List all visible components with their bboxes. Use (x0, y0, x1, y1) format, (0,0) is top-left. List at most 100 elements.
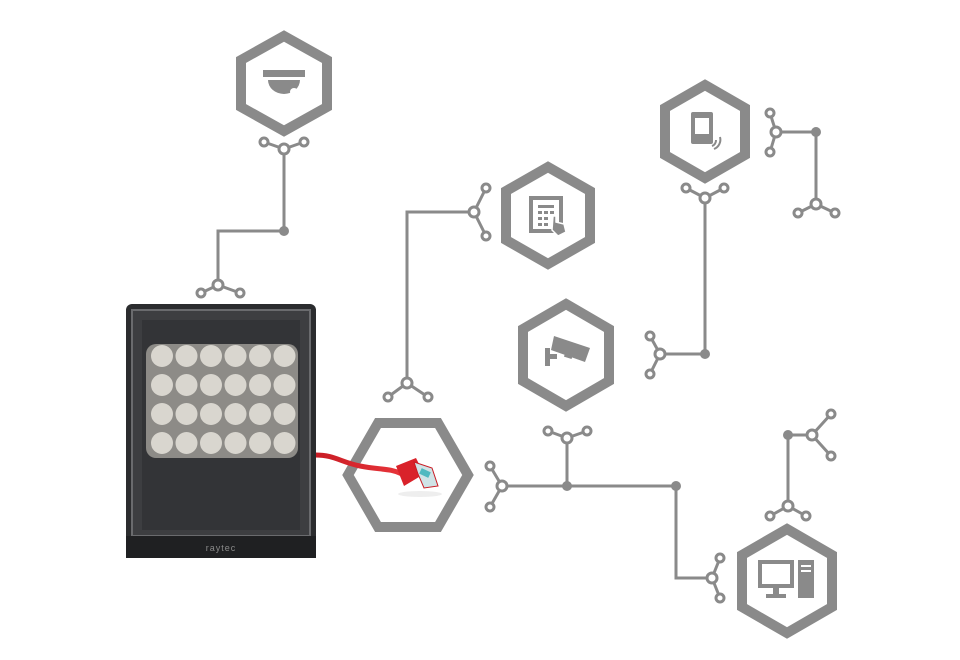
desktop-computer-icon (758, 560, 814, 598)
ethernet-cable-icon (314, 452, 442, 497)
connector-hub (805, 428, 819, 442)
connector-end (792, 207, 804, 219)
connector-end (484, 501, 496, 513)
connector-node (705, 552, 726, 604)
connector-end (718, 182, 730, 194)
connector-hub (467, 205, 481, 219)
line-keypad (405, 210, 470, 380)
junction-dot (783, 430, 793, 440)
connector-end (298, 136, 310, 148)
led (224, 432, 247, 454)
led (151, 374, 173, 396)
led (224, 403, 247, 425)
connector-end (644, 330, 656, 342)
connector-end (714, 552, 726, 564)
connector-hub (653, 347, 667, 361)
connector-end (542, 425, 554, 437)
led (151, 345, 173, 367)
connector-node (680, 182, 730, 205)
led (175, 432, 198, 454)
connector-node (644, 330, 667, 380)
connector-node (195, 278, 246, 299)
connector-node (484, 460, 509, 513)
connector-hub (698, 191, 712, 205)
connector-hub (781, 499, 795, 513)
hex-keypad (501, 161, 595, 270)
led-array (151, 345, 296, 454)
connector-node (258, 136, 310, 156)
led (200, 345, 222, 367)
connector-hub (769, 125, 783, 139)
connector-hub (809, 197, 823, 211)
connector-end (680, 182, 692, 194)
connector-end (829, 207, 841, 219)
connector-hub (400, 376, 414, 390)
led (224, 345, 247, 367)
connector-end (825, 408, 837, 420)
connector-end (764, 146, 776, 158)
connector-end (764, 107, 776, 119)
connector-hub (211, 278, 225, 292)
line-reader (664, 202, 707, 356)
led (200, 374, 222, 396)
led (200, 432, 222, 454)
led (151, 403, 173, 425)
led (273, 374, 296, 396)
led (273, 432, 296, 454)
connector-hub (277, 142, 291, 156)
connector-end (234, 287, 246, 299)
connector-end (825, 450, 837, 462)
junction-dot (279, 226, 289, 236)
line-network (506, 484, 708, 580)
connector-end (714, 592, 726, 604)
dome-camera-icon (263, 70, 305, 96)
line-dome (216, 152, 286, 280)
connector-hub (560, 431, 574, 445)
junction-dot (700, 349, 710, 359)
connector-node (764, 499, 812, 522)
connector-hub (495, 479, 509, 493)
led (151, 432, 173, 454)
connector-node (542, 425, 593, 445)
junction-dot (811, 127, 821, 137)
connector-end (480, 230, 492, 242)
led (175, 374, 198, 396)
led (175, 345, 198, 367)
connector-end (484, 460, 496, 472)
led (273, 403, 296, 425)
connector-node (764, 107, 783, 158)
access-reader-icon (691, 112, 722, 150)
led (224, 374, 247, 396)
connector-end (258, 136, 270, 148)
connector-end (644, 368, 656, 380)
infrared-illuminator: raytec (126, 304, 316, 558)
hex-computer (737, 523, 837, 639)
device-logo: raytec (206, 543, 237, 553)
connector-nodes (195, 107, 841, 604)
connector-node (792, 197, 841, 219)
connector-end (422, 391, 434, 403)
led (273, 345, 296, 367)
led (175, 403, 198, 425)
led (249, 403, 271, 425)
led (249, 345, 271, 367)
connector-hub (705, 571, 719, 585)
junction-dot (562, 481, 572, 491)
connector-node (467, 182, 492, 242)
line-pc (786, 433, 808, 502)
junction-dot (671, 481, 681, 491)
connector-end (800, 510, 812, 522)
line-top-right (780, 130, 818, 200)
led (249, 374, 271, 396)
keypad-touch-icon (529, 196, 567, 237)
led (200, 403, 222, 425)
connector-end (480, 182, 492, 194)
connector-end (382, 391, 394, 403)
connector-node (805, 408, 837, 462)
led (249, 432, 271, 454)
junction-dots (279, 127, 821, 491)
connector-end (581, 425, 593, 437)
connector-end (195, 287, 207, 299)
